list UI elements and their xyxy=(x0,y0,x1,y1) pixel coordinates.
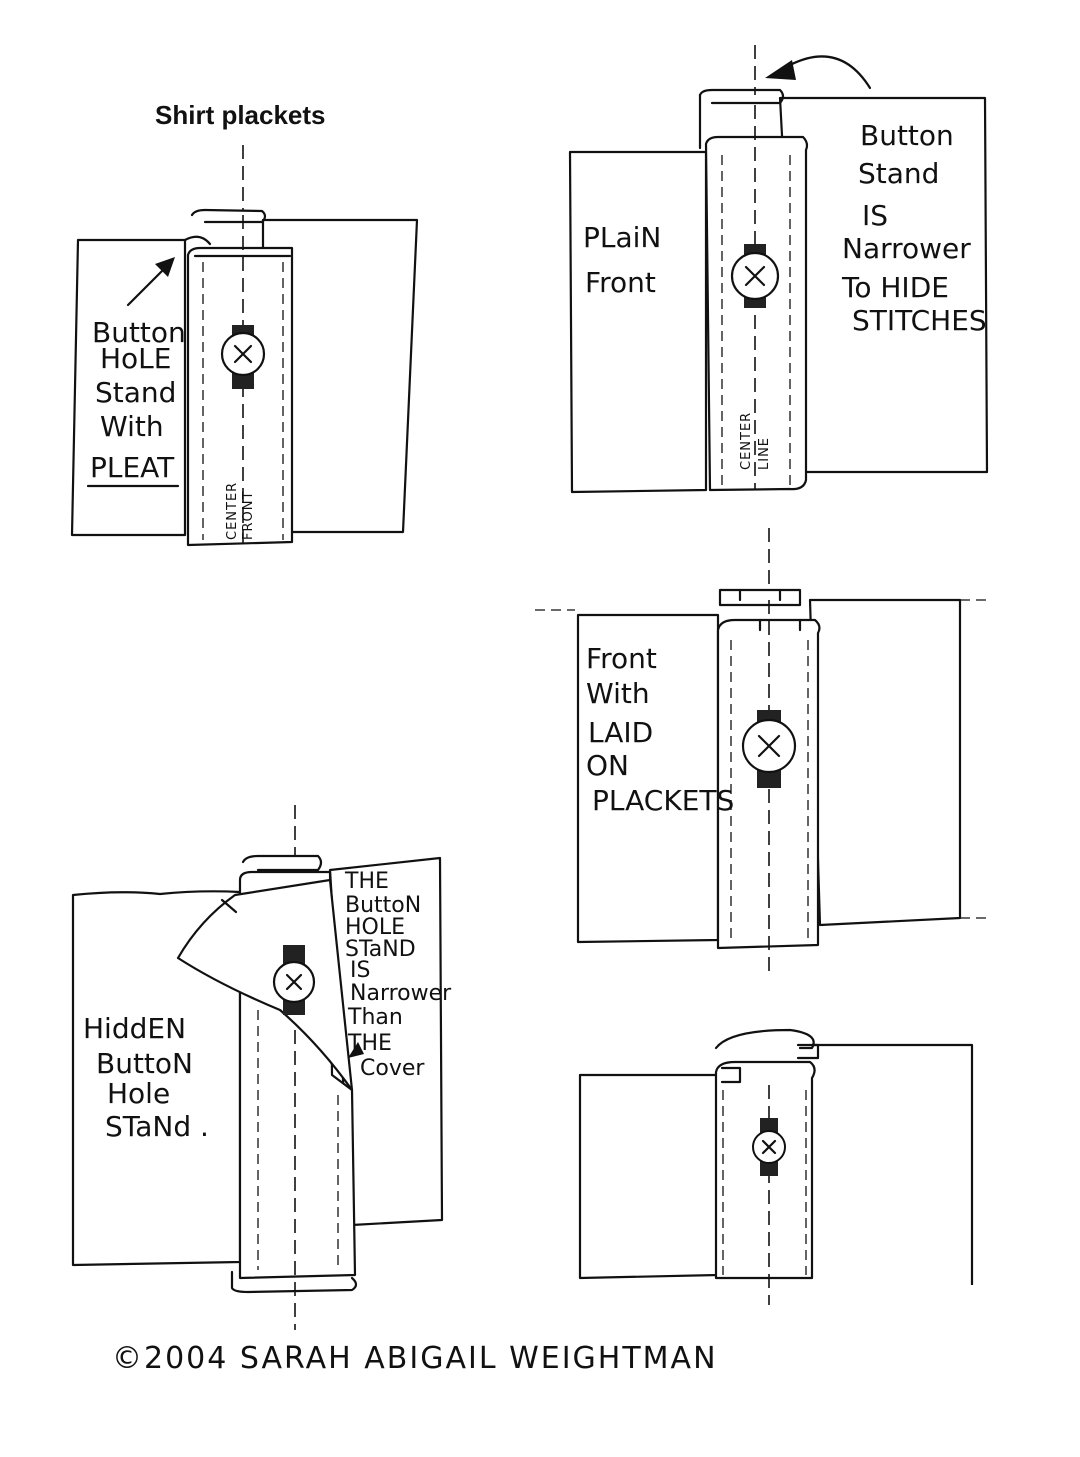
plain-left-panel xyxy=(568,150,708,494)
plain-side-label: CENTER LINE xyxy=(739,407,772,470)
pleat-arrow-shaft xyxy=(126,263,170,307)
hidden-flap-notch xyxy=(220,898,238,914)
laid-back-panel xyxy=(808,598,962,927)
plain-fold-top xyxy=(698,88,785,105)
plain-note: Button Stand IS Narrower To HIDE STITCHE… xyxy=(841,119,987,337)
variant-button-thread-icon xyxy=(761,1139,777,1155)
laid-strip-notch xyxy=(758,618,802,632)
hidden-flap xyxy=(176,878,354,1092)
variant-strip-notch xyxy=(720,1066,742,1084)
plain-label: PLaiN Front xyxy=(583,221,670,299)
pleat-side-label: CENTER FRONT xyxy=(225,477,256,540)
variant-fold-top xyxy=(714,1028,815,1050)
hidden-variant-diagram xyxy=(578,1028,974,1305)
plain-stand-strip xyxy=(704,135,809,492)
pleat-fold-top xyxy=(190,208,267,224)
laid-fold-top xyxy=(718,588,802,607)
variant-back-panel xyxy=(812,1043,974,1285)
variant-fold-notch xyxy=(796,1043,820,1060)
hidden-arrow-head-icon xyxy=(348,1042,364,1058)
hidden-note: THE ButtoN HOLE STaND IS Narrower Than T… xyxy=(344,869,458,1081)
plain-arrow-curve xyxy=(788,55,872,90)
hidden-placket-diagram: HiddEN ButtoN Hole STaNd . THE ButtoN HO… xyxy=(71,805,458,1330)
pleat-fold-curl xyxy=(183,235,212,246)
laid-fold-notch xyxy=(738,588,782,602)
plain-front-diagram: PLaiN Front Button Stand IS Narrower To … xyxy=(568,45,989,494)
hidden-button-thread-icon xyxy=(285,973,303,991)
copyright-text: ©2004 SARAH ABIGAIL WEIGHTMAN xyxy=(112,1341,718,1376)
plain-arrow-head-icon xyxy=(765,60,796,80)
variant-left-panel xyxy=(578,1073,720,1280)
hidden-fold-bottom xyxy=(230,1270,358,1294)
pleat-label: Button HoLE Stand With PLEAT xyxy=(90,316,195,484)
page-title: Shirt plackets xyxy=(155,100,326,130)
pleat-left-panel xyxy=(70,238,187,537)
hidden-label: HiddEN ButtoN Hole STaNd . xyxy=(83,1012,209,1143)
pleat-placket-diagram: Button HoLE Stand With PLEAT CENTER FRON… xyxy=(70,145,419,547)
laid-on-placket-diagram: Front With LAID ON PLACKETS xyxy=(535,528,990,975)
pleat-button-thread-icon xyxy=(233,344,253,364)
plain-button-thread-icon xyxy=(744,265,766,287)
pleat-arrow-head-icon xyxy=(155,257,175,277)
hidden-left-panel xyxy=(71,890,242,1267)
laid-label: Front With LAID ON PLACKETS xyxy=(586,642,734,817)
pleat-stand-strip xyxy=(186,246,294,547)
laid-button-thread-icon xyxy=(757,734,781,758)
hidden-fold-top xyxy=(241,854,323,872)
